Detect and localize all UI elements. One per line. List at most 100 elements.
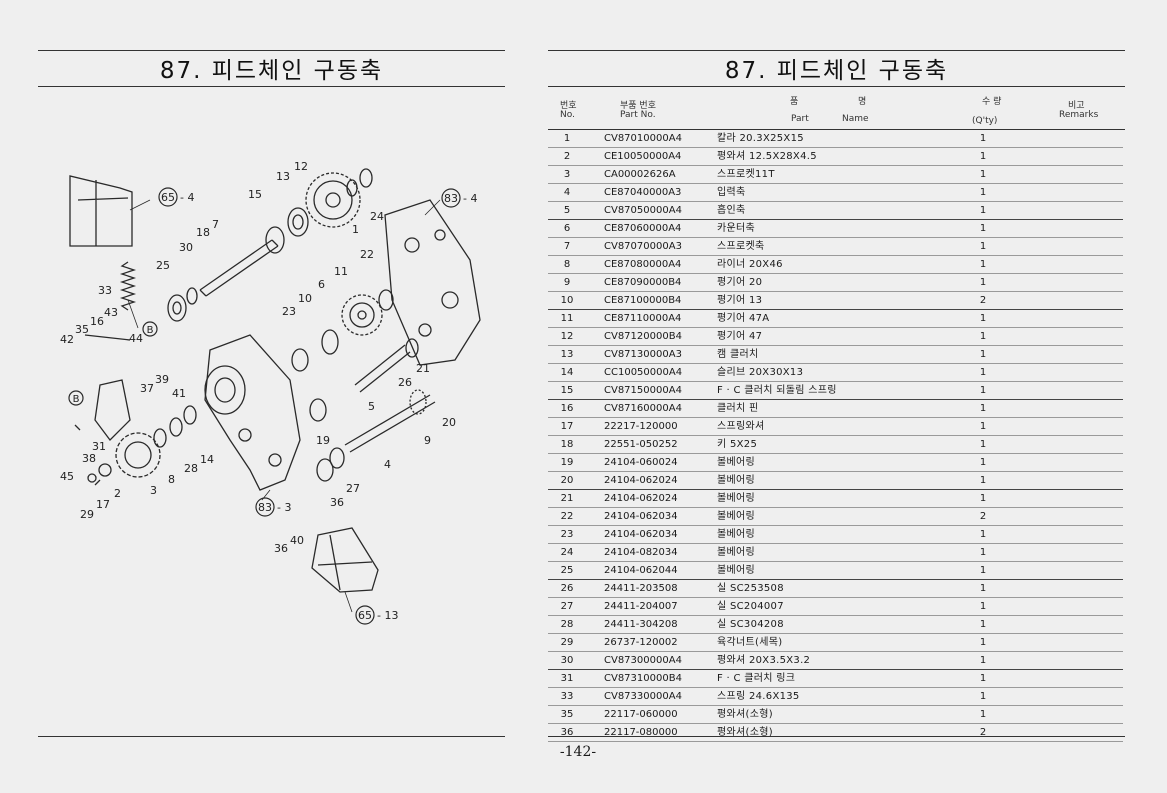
row-quantity: 1 — [979, 709, 987, 720]
label-35: 35 — [75, 323, 89, 336]
callout-b-lower: B — [68, 390, 84, 406]
row-quantity: 1 — [979, 205, 987, 216]
row-number: 17 — [560, 421, 574, 432]
label-16: 16 — [90, 315, 104, 328]
label-19: 19 — [316, 434, 330, 447]
label-5: 5 — [368, 400, 375, 413]
label-24: 24 — [370, 210, 384, 223]
header-qty-en: (Q'ty) — [972, 116, 998, 126]
svg-text:- 3: - 3 — [277, 501, 291, 514]
row-quantity: 1 — [979, 151, 987, 162]
row-quantity: 1 — [979, 475, 987, 486]
row-number: 25 — [560, 565, 574, 576]
row-part-name: 볼베어링 — [717, 511, 755, 522]
title-rule — [38, 86, 505, 87]
label-2: 2 — [114, 487, 121, 500]
row-number: 28 — [560, 619, 574, 630]
label-36: 36 — [330, 496, 344, 509]
row-part-number: 24104-062024 — [604, 493, 678, 504]
row-number: 3 — [563, 169, 571, 180]
row-part-name: 평와셔(소형) — [717, 727, 773, 738]
row-part-name: 볼베어링 — [717, 547, 755, 558]
row-quantity: 1 — [979, 619, 987, 630]
row-quantity: 1 — [979, 133, 987, 144]
row-part-name: F · C 클러치 링크 — [717, 673, 796, 684]
row-quantity: 2 — [979, 295, 987, 306]
row-part-number: 22117-060000 — [604, 709, 678, 720]
row-part-name: 볼베어링 — [717, 493, 755, 504]
label-15: 15 — [248, 188, 262, 201]
label-36b: 36 — [274, 542, 288, 555]
svg-text:83: 83 — [444, 192, 458, 205]
svg-text:65: 65 — [358, 609, 372, 622]
label-23: 23 — [282, 305, 296, 318]
cover-plate — [384, 199, 481, 366]
row-number: 20 — [560, 475, 574, 486]
svg-text:- 4: - 4 — [463, 192, 477, 205]
row-part-name: 입력축 — [717, 187, 746, 198]
row-number: 1 — [563, 133, 571, 144]
row-part-name: 스프로켓11T — [717, 169, 775, 180]
row-part-name: 평기어 20 — [717, 277, 763, 288]
row-number: 26 — [560, 583, 574, 594]
row-part-name: 실 SC204007 — [717, 601, 784, 612]
row-quantity: 1 — [979, 241, 987, 252]
row-quantity: 1 — [979, 331, 987, 342]
label-43: 43 — [104, 306, 118, 319]
row-quantity: 1 — [979, 313, 987, 324]
label-33: 33 — [98, 284, 112, 297]
left-page: 87. 피드체인 구동축 — [0, 0, 560, 793]
row-part-number: CE87110000A4 — [604, 313, 682, 324]
row-number: 30 — [560, 655, 574, 666]
row-number: 22 — [560, 511, 574, 522]
row-quantity: 1 — [979, 385, 987, 396]
bottom-bracket — [311, 527, 379, 593]
row-part-name: 스프로켓축 — [717, 241, 765, 252]
row-number: 5 — [563, 205, 571, 216]
row-part-number: 26737-120002 — [604, 637, 678, 648]
row-part-name: 평기어 47 — [717, 331, 763, 342]
label-42: 42 — [60, 333, 74, 346]
row-part-number: 24104-062034 — [604, 511, 678, 522]
svg-text:83: 83 — [258, 501, 272, 514]
row-number: 18 — [560, 439, 574, 450]
row-number: 19 — [560, 457, 574, 468]
label-39: 39 — [155, 373, 169, 386]
row-quantity: 1 — [979, 583, 987, 594]
label-28: 28 — [184, 462, 198, 475]
label-6: 6 — [318, 278, 325, 291]
title-rule — [548, 86, 1125, 87]
row-number: 33 — [560, 691, 574, 702]
row-quantity: 1 — [979, 277, 987, 288]
row-quantity: 1 — [979, 169, 987, 180]
row-part-number: CC10050000A4 — [604, 367, 683, 378]
row-part-name: 평기어 47A — [717, 313, 770, 324]
row-part-number: CE87100000B4 — [604, 295, 682, 306]
row-part-name: 실 SC304208 — [717, 619, 784, 630]
row-part-name: 키 5X25 — [717, 439, 758, 450]
housing — [204, 334, 301, 491]
row-quantity: 1 — [979, 547, 987, 558]
row-part-name: 흡인축 — [717, 205, 746, 216]
svg-text:B: B — [73, 394, 80, 405]
row-number: 4 — [563, 187, 571, 198]
label-30: 30 — [179, 241, 193, 254]
row-quantity: 1 — [979, 691, 987, 702]
label-45: 45 — [60, 470, 74, 483]
spring-part — [119, 261, 137, 311]
svg-text:- 13: - 13 — [377, 609, 398, 622]
label-21: 21 — [416, 362, 430, 375]
callout-65-13: 65 - 13 — [355, 605, 398, 625]
